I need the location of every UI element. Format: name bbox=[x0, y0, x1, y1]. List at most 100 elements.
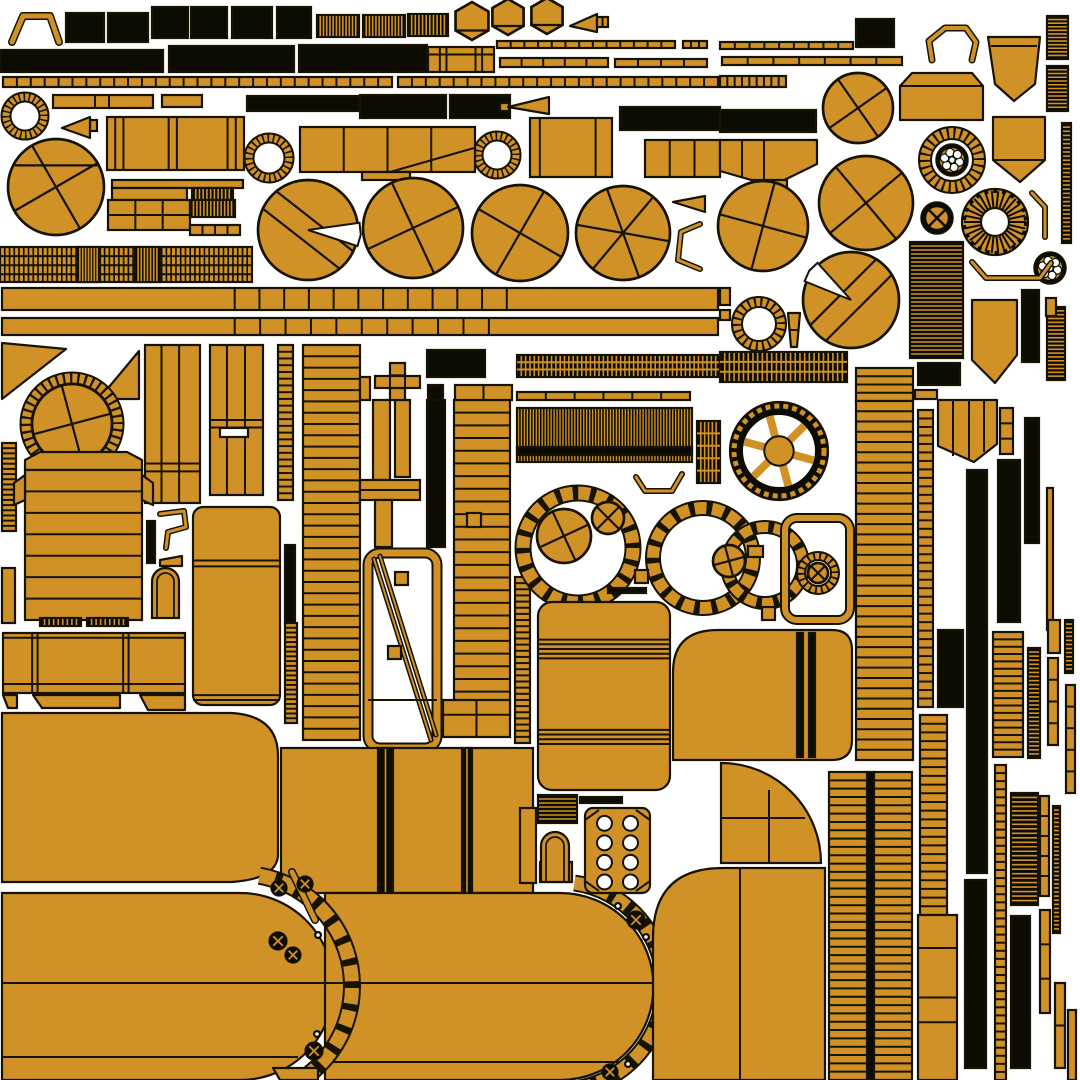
r-shape-165 bbox=[913, 388, 939, 401]
dot-shape-189 bbox=[314, 931, 322, 939]
r-shape-32 bbox=[396, 75, 720, 89]
dot-shape-190 bbox=[313, 1030, 321, 1038]
r-shape-163 bbox=[718, 350, 849, 384]
c-shape-138 bbox=[535, 507, 593, 565]
r-shape-230 bbox=[1053, 981, 1067, 1070]
r-shape-204 bbox=[583, 806, 652, 895]
r-shape-68 bbox=[110, 178, 245, 190]
r-shape-27 bbox=[498, 56, 610, 69]
path-shape-206 bbox=[671, 628, 854, 762]
r-shape-226 bbox=[1046, 656, 1060, 747]
pl-shape-42 bbox=[1029, 190, 1048, 240]
r-shape-170 bbox=[718, 308, 732, 322]
p-shape-173 bbox=[31, 693, 122, 710]
r-shape-7 bbox=[315, 13, 361, 39]
r-shape-217 bbox=[991, 630, 1025, 759]
r-shape-202 bbox=[578, 795, 624, 805]
r-shape-132 bbox=[515, 353, 722, 379]
r-shape-9 bbox=[406, 12, 450, 38]
r-shape-96 bbox=[218, 426, 250, 439]
r-shape-49 bbox=[160, 93, 204, 109]
r-shape-154 bbox=[854, 399, 915, 762]
r-shape-228 bbox=[1064, 683, 1077, 795]
c-shape-139 bbox=[590, 500, 626, 536]
r-shape-22 bbox=[297, 43, 429, 74]
r-shape-29 bbox=[720, 55, 904, 67]
r-shape-155 bbox=[916, 408, 935, 709]
p-shape-89 bbox=[0, 341, 68, 401]
r-shape-199 bbox=[518, 806, 538, 885]
r-shape-108 bbox=[23, 468, 144, 622]
path-shape-180 bbox=[323, 891, 655, 1080]
r-shape-44 bbox=[1020, 288, 1041, 364]
r-shape-159 bbox=[965, 468, 989, 875]
hex-shape-12 bbox=[530, 0, 564, 36]
r-shape-101 bbox=[358, 478, 422, 502]
c-shape-76 bbox=[361, 176, 465, 280]
r-shape-103 bbox=[425, 398, 447, 549]
r-shape-73 bbox=[188, 198, 237, 219]
r-shape-25 bbox=[681, 39, 709, 50]
p-shape-172 bbox=[1, 693, 19, 710]
r-shape-119 bbox=[283, 621, 299, 725]
path-shape-209 bbox=[719, 761, 823, 865]
r-shape-177 bbox=[376, 746, 395, 895]
pl-shape-121 bbox=[371, 556, 434, 743]
r-shape-221 bbox=[1009, 914, 1032, 1070]
r-shape-127 bbox=[373, 374, 422, 390]
r-shape-157 bbox=[998, 406, 1015, 456]
ring-shape-167 bbox=[731, 296, 787, 352]
r-shape-88 bbox=[133, 245, 162, 284]
r-shape-66 bbox=[298, 125, 477, 174]
r-shape-3 bbox=[150, 5, 190, 40]
r-shape-5 bbox=[230, 5, 274, 40]
hub2-shape-185 bbox=[270, 879, 288, 897]
path-shape-175 bbox=[0, 711, 280, 884]
r-shape-20 bbox=[0, 48, 165, 74]
r-shape-6 bbox=[275, 5, 313, 40]
r-shape-213 bbox=[872, 770, 914, 1080]
r-shape-197 bbox=[441, 698, 512, 739]
r-shape-222 bbox=[1038, 794, 1051, 898]
r-shape-227 bbox=[1063, 618, 1075, 675]
r-shape-131 bbox=[453, 383, 514, 402]
hub2-shape-191 bbox=[304, 1041, 324, 1061]
r-shape-117 bbox=[191, 505, 282, 707]
r-shape-86 bbox=[0, 245, 254, 284]
r-shape-215 bbox=[916, 913, 959, 1080]
r-shape-171 bbox=[1, 631, 187, 695]
c-shape-79 bbox=[716, 179, 810, 273]
r-shape-26 bbox=[718, 40, 855, 51]
r-shape-95 bbox=[208, 343, 265, 497]
r-shape-161 bbox=[1045, 486, 1055, 632]
r-shape-231 bbox=[1066, 1008, 1078, 1080]
r-shape-48 bbox=[51, 93, 155, 110]
pl-shape-0 bbox=[8, 12, 63, 46]
c-shape-142 bbox=[711, 543, 747, 579]
r-shape-21 bbox=[167, 44, 296, 74]
ring-shape-59 bbox=[472, 130, 522, 180]
r-shape-216 bbox=[936, 628, 965, 709]
r-shape-31 bbox=[1, 75, 394, 89]
r-shape-125 bbox=[386, 644, 403, 661]
p-shape-156 bbox=[936, 398, 999, 464]
c-shape-77 bbox=[470, 183, 570, 283]
p-shape-109 bbox=[12, 473, 27, 507]
r-shape-24 bbox=[495, 39, 677, 50]
fan-shape-40 bbox=[960, 187, 1030, 257]
hub2-shape-193 bbox=[626, 910, 646, 930]
r-shape-19 bbox=[1045, 64, 1070, 113]
r-shape-71 bbox=[106, 198, 192, 232]
p-shape-107 bbox=[23, 450, 144, 472]
pl-shape-183 bbox=[288, 868, 319, 924]
r-shape-220 bbox=[1009, 791, 1040, 907]
r-shape-67 bbox=[360, 170, 412, 182]
r-shape-147 bbox=[465, 511, 483, 529]
r-shape-114 bbox=[145, 519, 157, 565]
r-shape-118 bbox=[283, 543, 297, 625]
r-shape-128 bbox=[358, 375, 372, 402]
r-shape-225 bbox=[1046, 618, 1062, 655]
c-shape-74 bbox=[6, 137, 106, 237]
r-shape-102 bbox=[373, 498, 394, 549]
hub-shape-38 bbox=[935, 143, 969, 177]
